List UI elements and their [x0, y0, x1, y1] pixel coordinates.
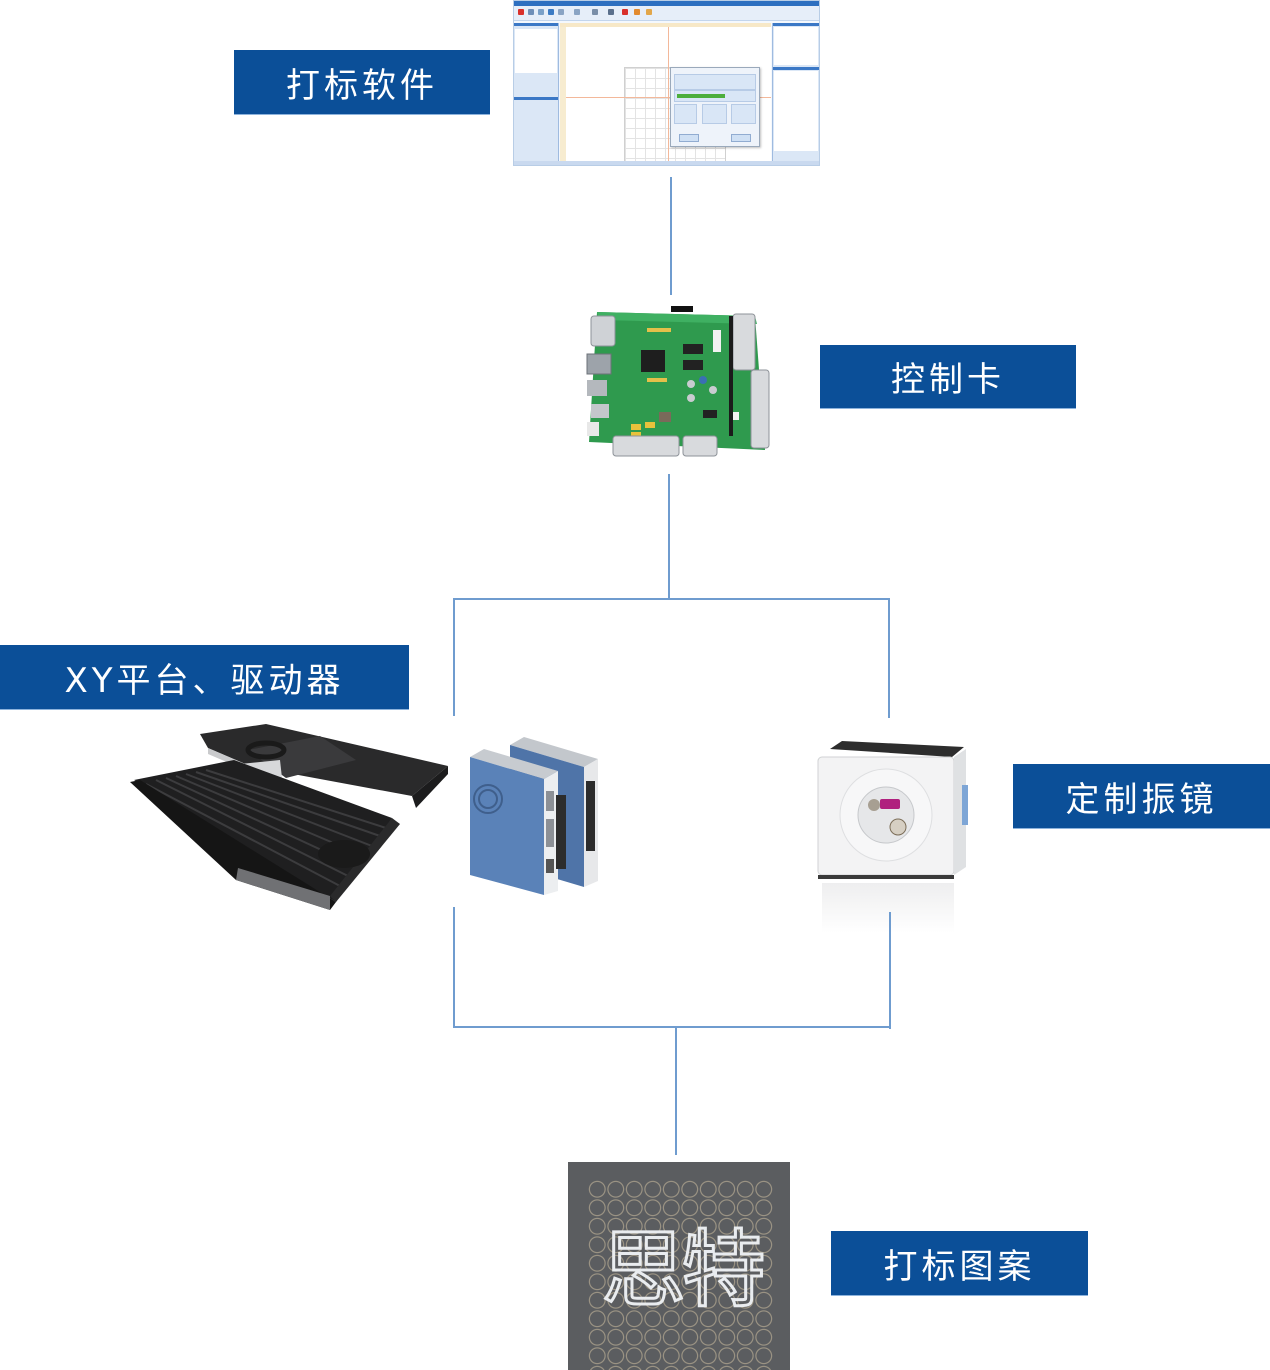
connector-merge-to-pattern [675, 1027, 677, 1155]
connector-from-xy-stage [453, 907, 455, 1027]
software-ribbon-toolbar [514, 6, 819, 21]
dialog-button [679, 134, 699, 142]
property-panel [774, 71, 818, 151]
toolbar-icon [548, 9, 554, 15]
label-software: 打标软件 [234, 50, 490, 114]
db-connector [590, 315, 616, 347]
software-right-panel [772, 23, 819, 161]
toolbar-icon [528, 9, 534, 15]
xy-stage-image [130, 724, 448, 910]
label-galvo-text: 定制振镜 [1065, 779, 1218, 820]
software-titlebar [514, 1, 819, 6]
label-galvo: 定制振镜 [1013, 764, 1270, 828]
usb-port [587, 380, 607, 396]
galvo-reflection [822, 883, 954, 933]
connector-from-galvo [889, 912, 891, 1029]
db-connector [682, 435, 718, 457]
db-connector [732, 313, 756, 371]
driver-terminal [586, 781, 595, 851]
label-pattern-text: 打标图案 [883, 1246, 1036, 1287]
marking-software-screenshot [513, 0, 820, 166]
circle-grid-pattern [588, 1180, 773, 1370]
marking-dialog [670, 67, 760, 147]
label-control-card: 控制卡 [820, 345, 1076, 408]
toolbar-icon [608, 9, 614, 15]
engraved-text: 思特 [600, 1220, 767, 1321]
toolbar-icon [558, 9, 564, 15]
software-statusbar [514, 161, 819, 165]
object-tree [515, 29, 557, 73]
fan-grille-icon [473, 784, 503, 814]
ethernet-port [586, 353, 612, 375]
connector-merge-horizontal [453, 1026, 891, 1028]
galvo-mirror [880, 799, 900, 809]
software-canvas [560, 23, 771, 165]
cable-chain [318, 840, 370, 868]
servo-drivers-image [470, 737, 598, 895]
galvo-connector [962, 785, 968, 825]
toolbar-icon [646, 9, 652, 15]
toolbar-icon [518, 9, 524, 15]
toolbar-icon [634, 9, 640, 15]
progress-bar [677, 94, 725, 98]
toolbar-icon [538, 9, 544, 15]
connector-card-split [668, 474, 670, 599]
cpu-chip [641, 350, 665, 372]
toolbar-icon [574, 9, 580, 15]
connector-to-galvo [888, 598, 890, 718]
db-connector [750, 369, 770, 449]
connector-split-horizontal [453, 598, 890, 600]
vertical-ruler [560, 27, 566, 161]
label-pattern: 打标图案 [831, 1231, 1088, 1295]
label-xy-stage-text: XY平台、驱动器 [64, 660, 345, 701]
dialog-button [731, 134, 751, 142]
galvo-aperture [857, 786, 915, 844]
label-control-card-text: 控制卡 [891, 360, 1005, 400]
marking-pattern-image: 思特 [568, 1162, 790, 1370]
driver-body [470, 757, 544, 895]
control-card-image [586, 306, 770, 457]
label-software-text: 打标软件 [286, 65, 438, 106]
toolbar-icon [622, 9, 628, 15]
galvo-scanner-image [817, 741, 968, 933]
driver-terminal [556, 795, 566, 869]
toolbar-icon [592, 9, 598, 15]
connector-software-card [670, 177, 672, 295]
connector-to-xy-stage [453, 598, 455, 716]
db-connector [612, 435, 680, 457]
software-left-panel [514, 23, 559, 161]
label-xy-stage: XY平台、驱动器 [0, 645, 409, 709]
